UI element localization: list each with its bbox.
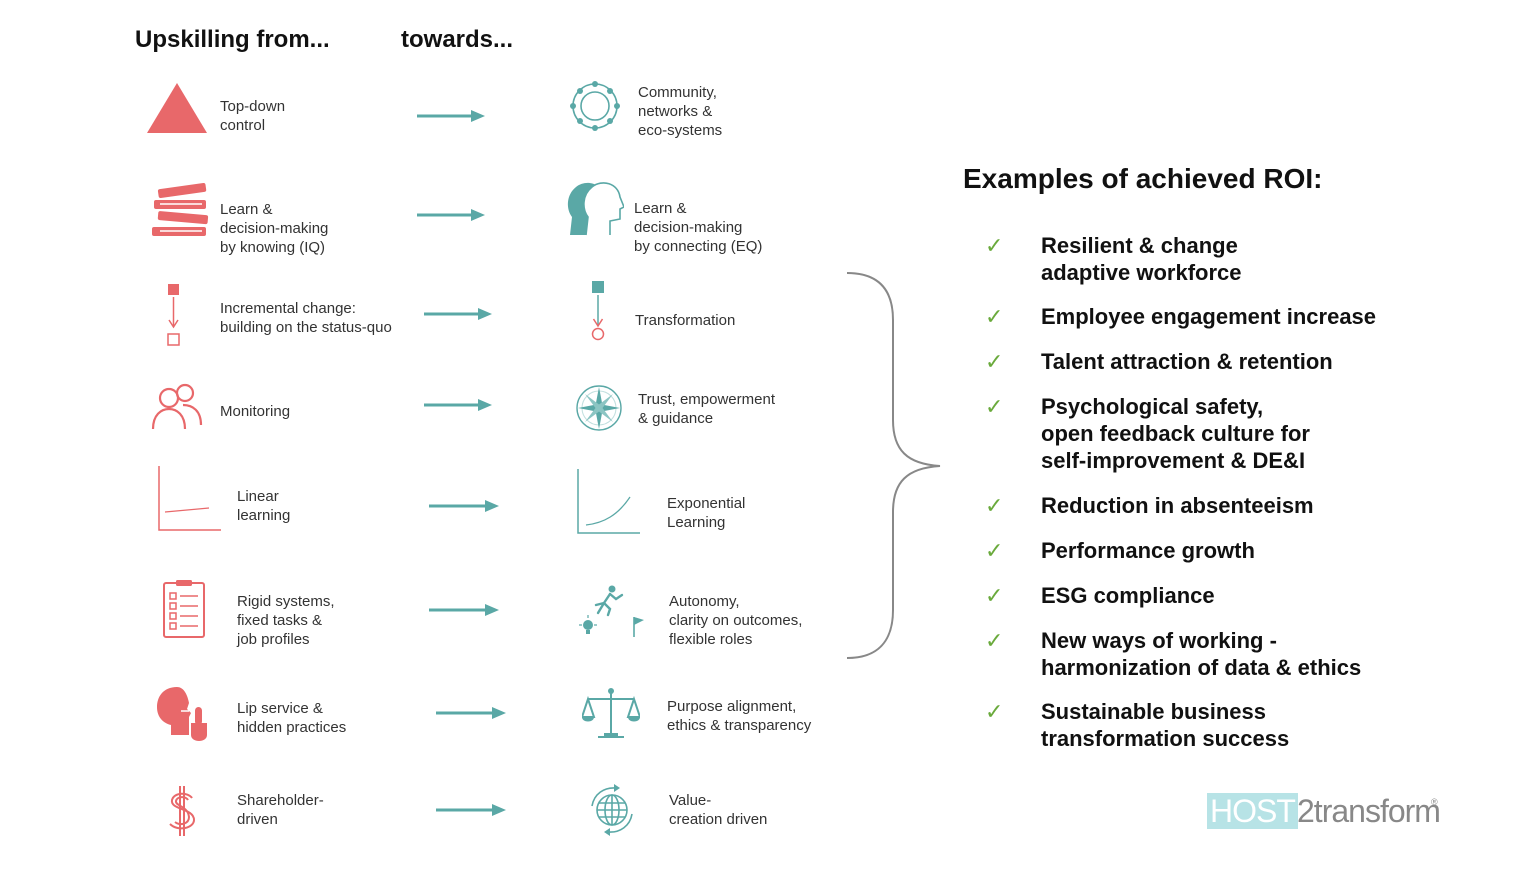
to-label: Exponential Learning xyxy=(667,495,746,531)
triangle-icon xyxy=(147,83,207,133)
row-learning-curve: Linear learning Exponential Learning xyxy=(0,462,900,552)
globe-icon xyxy=(591,784,633,836)
from-label: Rigid systems, fixed tasks & job profile… xyxy=(237,593,335,648)
square-to-circle-icon xyxy=(591,281,605,341)
to-label: Value- creation driven xyxy=(669,792,768,828)
arrow-icon xyxy=(417,110,485,122)
row-systems: Rigid systems, fixed tasks & job profile… xyxy=(0,575,900,665)
arrow-icon xyxy=(429,604,499,616)
row-change: Incremental change: building on the stat… xyxy=(0,278,900,368)
check-icon: ✓ xyxy=(985,233,1004,258)
header-from: Upskilling from... xyxy=(135,26,330,53)
dollar-icon xyxy=(169,786,196,836)
check-icon: ✓ xyxy=(985,304,1004,329)
from-label: Shareholder- driven xyxy=(237,792,324,828)
check-icon: ✓ xyxy=(985,394,1004,419)
header-towards: towards... xyxy=(401,26,514,53)
scales-icon xyxy=(582,688,640,738)
from-label: Monitoring xyxy=(220,403,291,420)
from-label: Linear learning xyxy=(237,488,291,524)
to-label: Learn & decision-making by connecting (E… xyxy=(634,200,763,255)
linear-graph-icon xyxy=(158,466,221,531)
logo-host: HOST xyxy=(1207,793,1298,829)
logo-2transform: 2transform xyxy=(1297,793,1441,829)
network-circle-icon xyxy=(570,81,620,131)
to-label: Trust, empowerment & guidance xyxy=(638,391,775,427)
arrow-icon xyxy=(429,500,499,512)
check-icon: ✓ xyxy=(985,699,1004,724)
heads-icon xyxy=(567,182,624,236)
arrow-icon xyxy=(424,399,492,411)
curly-brace xyxy=(846,272,941,659)
check-icon: ✓ xyxy=(985,493,1004,518)
silence-face-icon xyxy=(157,687,207,741)
check-icon: ✓ xyxy=(985,349,1004,374)
row-practices: Lip service & hidden practices Purpose a… xyxy=(0,680,900,770)
compass-icon xyxy=(576,385,622,431)
check-icon: ✓ xyxy=(985,628,1004,653)
to-label: Autonomy, clarity on outcomes, flexible … xyxy=(669,593,803,648)
square-to-square-icon xyxy=(167,284,180,346)
runner-icon xyxy=(579,585,644,637)
from-label: Learn & decision-making by knowing (IQ) xyxy=(220,201,329,256)
to-label: Community, networks & eco-systems xyxy=(638,84,723,139)
checklist-icon xyxy=(163,580,205,638)
row-shareholder: Shareholder- driven Value- creation driv… xyxy=(0,780,900,870)
check-icon: ✓ xyxy=(985,538,1004,563)
registered-mark: ® xyxy=(1431,797,1438,807)
to-label: Transformation xyxy=(635,312,736,329)
arrow-icon xyxy=(424,308,492,320)
roi-title: Examples of achieved ROI: xyxy=(963,163,1323,194)
row-top-down: Top-down control Community, networks & e… xyxy=(0,75,900,165)
row-monitoring: Monitoring Trust, empowerment & guidance xyxy=(0,378,900,468)
from-label: Lip service & hidden practices xyxy=(237,700,347,736)
row-learning: Learn & decision-making by knowing (IQ) … xyxy=(0,175,900,265)
from-label: Top-down control xyxy=(220,98,286,134)
arrow-icon xyxy=(436,707,506,719)
exponential-graph-icon xyxy=(577,469,640,534)
arrow-icon xyxy=(436,804,506,816)
to-label: Purpose alignment, ethics & transparency xyxy=(667,698,812,734)
books-icon xyxy=(152,182,209,236)
check-icon: ✓ xyxy=(985,583,1004,608)
people-icon xyxy=(151,383,203,430)
arrow-icon xyxy=(417,209,485,221)
from-label: Incremental change: building on the stat… xyxy=(220,300,392,336)
logo: HOST 2transform ® xyxy=(1207,793,1447,833)
